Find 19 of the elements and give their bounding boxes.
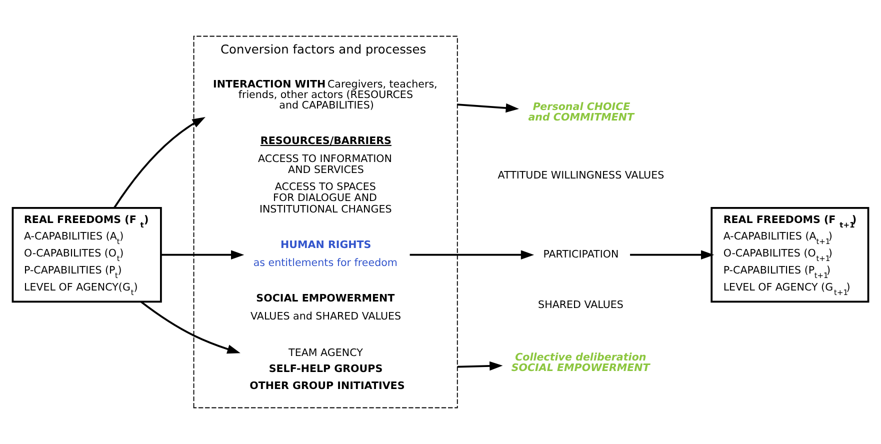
node-text: TEAM AGENCY SELF-HELP GROUPS OTHER GROUP INITIATIVES bbox=[250, 346, 405, 392]
label: ATTITUDE WILLINGNESS VALUES bbox=[498, 170, 664, 182]
node-text: Personal CHOICE and COMMITMENT bbox=[528, 101, 634, 124]
arrow bbox=[114, 116, 206, 208]
arrow bbox=[457, 103, 519, 113]
arrow bbox=[410, 250, 534, 260]
arrow bbox=[630, 250, 714, 260]
node-text: PARTICIPATION bbox=[543, 248, 619, 260]
node-box: REAL FREEDOMS (F $_{t+1}$) A-CAPABILITIES (A$_{t+1}$) O-CAPABILITES (O$_{t+1}$) P-CAPABILITIES (P$_{t+1}$) LEVEL OF AGENCY (G$_{t+1}$) bbox=[710, 207, 870, 303]
arrow bbox=[140, 301, 240, 354]
node-text: HUMAN RIGHTS as entitlements for freedom bbox=[253, 239, 398, 269]
arrow bbox=[457, 361, 503, 371]
node-text: INTERACTION WITH Caregivers, teachers, friends, other actors (RESOURCES and CAPABILITIES) bbox=[213, 78, 438, 112]
node-box: REAL FREEDOMS (F $_{t}$) A-CAPABILITIES (A$_{t}$) O-CAPABILITES (O$_{t}$) P-CAPABILITIES (P$_{t}$) LEVEL OF AGENCY(G$_{t}$) bbox=[12, 207, 162, 303]
node-text: RESOURCES/BARRIERS ACCESS TO INFORMATION AND SERVICES ACCESS TO SPACES FOR DIALOGUE AND INSTITUTIONAL CHANGES bbox=[258, 134, 392, 216]
node-text: SOCIAL EMPOWERMENT VALUES and SHARED VALUES bbox=[250, 292, 402, 322]
node-text: Collective deliberation SOCIAL EMPOWERMENT bbox=[511, 352, 650, 374]
label: SHARED VALUES bbox=[538, 299, 624, 312]
arrow bbox=[161, 250, 244, 260]
